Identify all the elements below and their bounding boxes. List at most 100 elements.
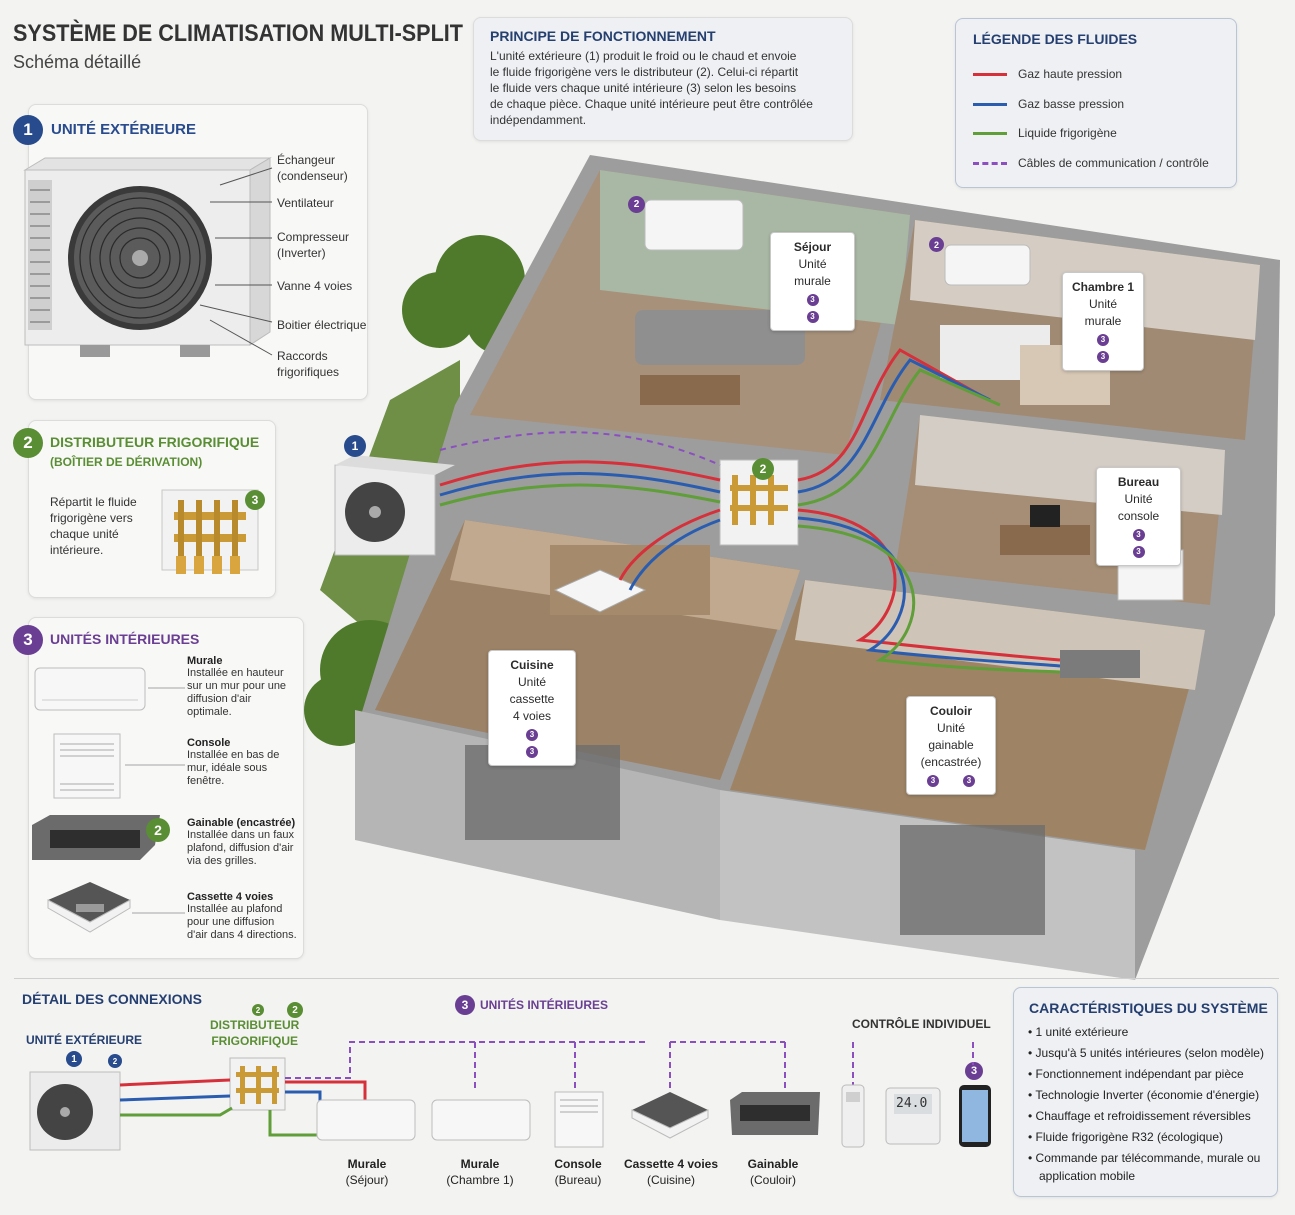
thermostat-display: 24.0 xyxy=(896,1096,928,1111)
connections-indoor-badge: 3 xyxy=(455,995,475,1015)
characteristic-item-continued: application mobile xyxy=(1039,1169,1136,1183)
connections-title: DÉTAIL DES CONNEXIONS xyxy=(22,991,202,1007)
connections-control-label: CONTRÔLE INDIVIDUEL xyxy=(852,1017,991,1031)
conn-wall-unit-sejour xyxy=(316,1099,416,1141)
distributor-illustration xyxy=(161,489,259,574)
conn-unit-label: Console(Bureau) xyxy=(554,1157,602,1187)
conn-unit-label: Gainable(Couloir) xyxy=(747,1157,799,1187)
conn-unit-label: Cassette 4 voies(Cuisine) xyxy=(623,1157,719,1187)
sejour-wall-unit xyxy=(644,199,744,251)
conn-control-cables xyxy=(285,1041,974,1092)
principle-title: PRINCIPE DE FONCTIONNEMENT xyxy=(490,28,716,44)
characteristic-item: Technologie Inverter (économie d'énergie… xyxy=(1028,1085,1264,1106)
comm-cable xyxy=(439,431,721,466)
house-outdoor-unit xyxy=(334,455,455,556)
legend-label: Liquide frigorigène xyxy=(1018,126,1117,140)
kitchen-counter-icon xyxy=(550,545,710,615)
outdoor-part-label: Ventilateur xyxy=(277,196,334,210)
distributor-tag-badge: 3 xyxy=(245,490,265,510)
characteristic-item: Fluide frigorigène R32 (écologique) xyxy=(1028,1127,1264,1148)
principle-line: L'unité extérieure (1) produit le froid … xyxy=(490,49,797,63)
console-unit-icon xyxy=(53,733,121,799)
smartphone-app-icon xyxy=(959,1085,991,1147)
legend-title: LÉGENDE DES FLUIDES xyxy=(973,31,1138,47)
principle-line: de chaque pièce. Chaque unité intérieure… xyxy=(490,97,813,111)
legend-swatch-low xyxy=(973,103,1007,106)
house-outdoor-badge: 1 xyxy=(344,435,366,457)
page-subtitle: Schéma détaillé xyxy=(13,52,142,72)
coffee-table-icon xyxy=(640,375,740,405)
conn-distributor xyxy=(229,1057,286,1111)
indoor-title: UNITÉS INTÉRIEURES xyxy=(50,631,200,647)
cuisine-cassette-unit xyxy=(553,569,647,613)
outdoor-leader-lines xyxy=(199,167,273,356)
house-distributor-badge: 2 xyxy=(752,458,774,480)
characteristic-item: 1 unité extérieure xyxy=(1028,1022,1264,1043)
connections-indoor-label: UNITÉS INTÉRIEURES xyxy=(480,998,609,1012)
chambre-unit-badge: 2 xyxy=(929,237,944,252)
legend-swatch-liquid xyxy=(973,132,1007,135)
legend-label: Câbles de communication / contrôle xyxy=(1018,156,1209,170)
connections-distributor-tag: 2 xyxy=(287,1002,303,1018)
wall-unit-icon xyxy=(34,667,146,711)
outdoor-part-label: Boitier électrique xyxy=(277,318,367,332)
legend-label: Gaz basse pression xyxy=(1018,97,1125,111)
principle-line: le fluide frigorigène vers le distribute… xyxy=(490,65,799,79)
connections-outdoor-tag: 2 xyxy=(108,1054,122,1068)
legend-swatch-comm xyxy=(973,162,1007,165)
characteristic-item: Fonctionnement indépendant par pièce xyxy=(1028,1064,1264,1085)
characteristic-item: Commande par télécommande, murale ou xyxy=(1028,1148,1264,1169)
conn-console-unit xyxy=(554,1091,604,1148)
couloir-ducted-unit xyxy=(1060,650,1140,678)
conn-outdoor-unit xyxy=(29,1071,121,1151)
characteristics-list: 1 unité extérieure Jusqu'à 5 unités inté… xyxy=(1028,1022,1264,1169)
outdoor-title: UNITÉ EXTÉRIEURE xyxy=(51,121,197,138)
outdoor-number-badge: 1 xyxy=(13,115,43,145)
section-divider xyxy=(14,978,1279,979)
characteristic-item: Jusqu'à 5 unités intérieures (selon modè… xyxy=(1028,1043,1264,1064)
outdoor-unit-illustration xyxy=(23,157,273,357)
sejour-unit-badge: 2 xyxy=(628,196,645,213)
principle-text: L'unité extérieure (1) produit le froid … xyxy=(490,48,850,128)
connections-outdoor-tag: 1 xyxy=(66,1051,82,1067)
conn-unit-label: Murale(Chambre 1) xyxy=(446,1157,514,1187)
ducted-tag-badge: 2 xyxy=(146,818,170,842)
connections-distributor-tag: 2 xyxy=(252,1004,264,1016)
cassette-unit-icon xyxy=(47,882,131,933)
connections-outdoor-label: UNITÉ EXTÉRIEURE xyxy=(26,1033,143,1047)
connections-control-tag: 3 xyxy=(965,1062,983,1080)
characteristics-panel: CARACTÉRISTIQUES DU SYSTÈME 1 unité exté… xyxy=(1013,987,1278,1197)
distributor-title: DISTRIBUTEUR FRIGORIFIQUE xyxy=(50,434,260,450)
house-distributor-box xyxy=(719,459,799,546)
legend-panel: LÉGENDE DES FLUIDES Gaz haute pression G… xyxy=(955,18,1237,188)
connections-diagram xyxy=(29,1041,991,1151)
characteristic-item: Chauffage et refroidissement réversibles xyxy=(1028,1106,1264,1127)
distributor-subtitle: (BOÎTIER DE DÉRIVATION) xyxy=(50,455,203,469)
indoor-unit-ducted: Gainable (encastrée) Installée dans un f… xyxy=(187,817,296,867)
principle-line: indépendamment. xyxy=(490,113,587,127)
chambre-wall-unit xyxy=(944,244,1031,286)
outdoor-part-label: Compresseur(Inverter) xyxy=(277,230,350,260)
page-title: SYSTÈME DE CLIMATISATION MULTI-SPLIT xyxy=(13,20,463,47)
legend-label: Gaz haute pression xyxy=(1018,67,1123,81)
indoor-units-illustrations xyxy=(32,667,185,933)
indoor-number-badge: 3 xyxy=(13,625,43,655)
ducted-unit-icon xyxy=(32,815,160,860)
characteristics-title: CARACTÉRISTIQUES DU SYSTÈME xyxy=(1029,1000,1268,1016)
outdoor-part-label: Échangeur(condenseur) xyxy=(277,153,348,183)
conn-unit-label: Murale(Séjour) xyxy=(345,1157,389,1187)
wall-thermostat-icon xyxy=(885,1087,941,1145)
outdoor-part-label: Vanne 4 voies xyxy=(277,279,353,293)
desk-icon xyxy=(1000,525,1090,555)
principle-panel: PRINCIPE DE FONCTIONNEMENT L'unité extér… xyxy=(473,17,853,141)
legend-swatch-high xyxy=(973,73,1007,76)
conn-wall-unit-chambre xyxy=(431,1099,531,1141)
